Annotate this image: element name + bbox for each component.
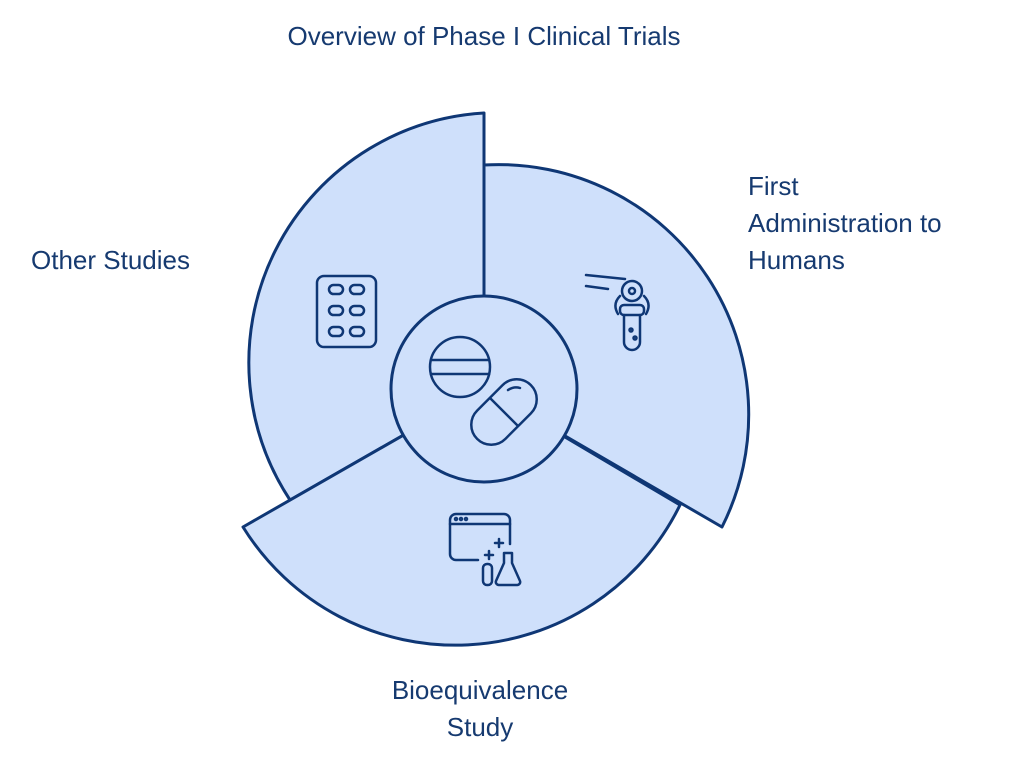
label-line: First bbox=[748, 171, 799, 201]
lab-browser-flask-icon bbox=[448, 512, 522, 587]
pill-blister-pack-icon bbox=[315, 274, 378, 349]
label-first-administration: First Administration to Humans bbox=[748, 168, 942, 279]
label-line: Administration to bbox=[748, 208, 942, 238]
label-other-studies: Other Studies bbox=[31, 242, 190, 279]
pills-capsule-icon bbox=[428, 335, 538, 446]
robot-arm-test-tube-icon bbox=[584, 273, 650, 352]
segment-first-administration[interactable] bbox=[482, 163, 751, 529]
label-line: Bioequivalence bbox=[391, 675, 569, 705]
label-line: Other Studies bbox=[31, 245, 190, 275]
center-circle bbox=[389, 294, 579, 484]
label-line: Study bbox=[446, 712, 514, 742]
label-line: Humans bbox=[748, 245, 845, 275]
label-bioequivalence: Bioequivalence Study bbox=[330, 672, 630, 746]
diagram-title: Overview of Phase I Clinical Trials bbox=[287, 21, 681, 51]
